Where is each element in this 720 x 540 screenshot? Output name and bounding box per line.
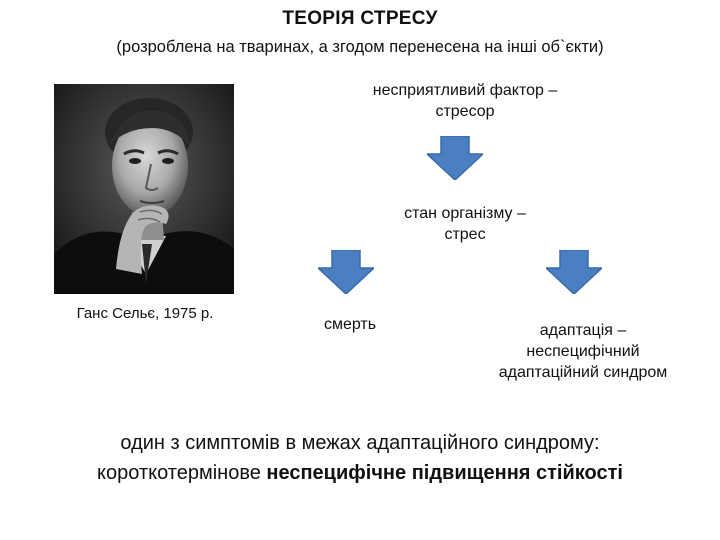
- stressor-node: несприятливий фактор – стресор: [340, 80, 590, 122]
- portrait-photo: [54, 84, 234, 294]
- bottom-statement-line1: один з симптомів в межах адаптаційного с…: [120, 432, 600, 454]
- stressor-term: стресор: [435, 103, 495, 120]
- down-arrow-icon: [318, 250, 374, 294]
- stress-term: стрес: [444, 226, 486, 243]
- death-node: смерть: [300, 314, 400, 335]
- adaptation-label: адаптація –: [539, 322, 627, 339]
- slide-title: ТЕОРІЯ СТРЕСУ: [282, 8, 438, 29]
- death-term: смерть: [323, 316, 377, 333]
- bottom-statement-plain: короткотермінове: [97, 462, 267, 484]
- down-arrow-shape: [318, 250, 374, 294]
- down-arrow-shape: [427, 136, 483, 180]
- adaptation-term-line2: адаптаційний синдром: [498, 364, 668, 381]
- slide-subtitle: (розроблена на тваринах, а згодом перене…: [116, 38, 604, 56]
- adaptation-term-line1: неспецифічний: [526, 343, 640, 360]
- portrait-caption: Ганс Сельє, 1975 р.: [76, 305, 214, 322]
- stressor-label: несприятливий фактор –: [372, 82, 558, 99]
- portrait-illustration: [54, 84, 234, 294]
- stress-label: стан організму –: [404, 205, 526, 222]
- stress-node: стан організму – стрес: [360, 203, 570, 245]
- down-arrow-icon: [546, 250, 602, 294]
- adaptation-node: адаптація – неспецифічний адаптаційний с…: [468, 320, 698, 383]
- down-arrow-icon: [427, 136, 483, 180]
- bottom-statement: один з симптомів в межах адаптаційного с…: [0, 428, 720, 488]
- down-arrow-shape: [546, 250, 602, 294]
- bottom-statement-line2: короткотермінове неспецифічне підвищення…: [0, 458, 720, 488]
- bottom-statement-bold: неспецифічне підвищення стійкості: [266, 462, 623, 484]
